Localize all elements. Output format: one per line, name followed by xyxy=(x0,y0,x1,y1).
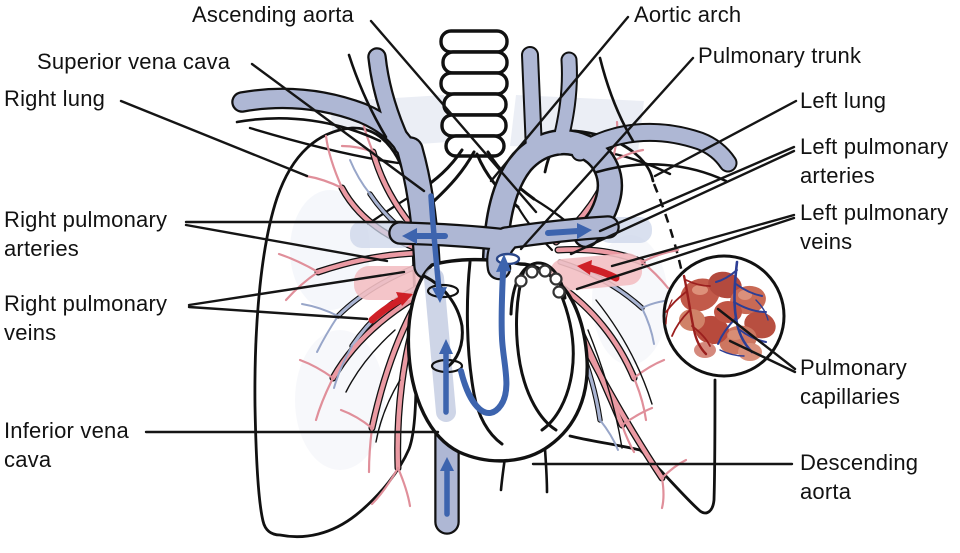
leader-pulmonary-trunk xyxy=(519,56,695,251)
aortic-arch-vessel xyxy=(481,46,738,278)
leader-aortic-arch xyxy=(489,15,630,183)
trunk-flow-arrowhead xyxy=(496,254,511,272)
leader-right-lung xyxy=(119,99,309,178)
capillary-inset xyxy=(662,254,786,378)
leader-left-pulmonary-veins xyxy=(575,216,796,291)
svc-flow-arrowhead xyxy=(432,287,447,303)
leader-left-pulmonary-veins xyxy=(610,213,796,268)
leader-pulmonary-capillaries xyxy=(716,307,797,371)
leader-left-pulmonary-arteries xyxy=(569,149,796,256)
leader-superior-vena-cava xyxy=(250,62,426,193)
leader-right-pulmonary-veins xyxy=(187,305,369,321)
pulmonary-vein-openings xyxy=(514,264,566,299)
leader-left-pulmonary-arteries xyxy=(598,145,796,233)
leader-right-pulmonary-arteries xyxy=(184,223,389,263)
right-artery-arrowhead xyxy=(402,228,417,244)
leader-pulmonary-capillaries xyxy=(728,339,797,374)
atrium-flow-arrowhead xyxy=(439,339,453,354)
ivc-flow-arrowhead xyxy=(440,457,454,471)
heart xyxy=(406,257,589,463)
trachea xyxy=(439,29,509,158)
capillaries-red xyxy=(665,274,711,356)
leader-ascending-aorta xyxy=(369,19,538,214)
leader-left-lung xyxy=(653,99,798,178)
left-artery-arrowhead xyxy=(577,223,592,239)
leader-right-pulmonary-veins xyxy=(187,270,406,307)
superior-vena-cava-vessel xyxy=(231,47,441,280)
